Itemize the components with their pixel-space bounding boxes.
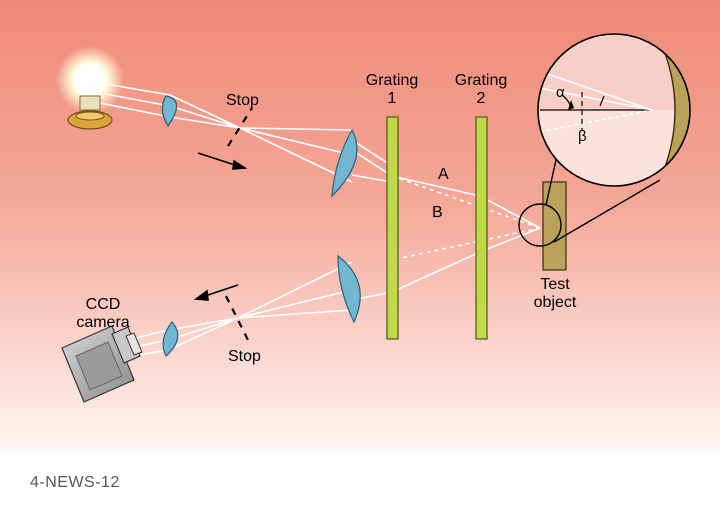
ccd-camera-label-line2: camera — [76, 314, 130, 331]
grating-2 — [475, 116, 488, 340]
detail-focus-circle — [518, 203, 562, 247]
ccd-camera-label-line1: CCD — [85, 296, 121, 313]
ccd-camera-icon — [61, 325, 143, 403]
camera-lens-small — [162, 321, 179, 357]
beam-b-dashed — [391, 175, 541, 229]
test-object-label-line2: object — [533, 294, 577, 311]
test-object — [542, 181, 567, 271]
illumination-lens — [331, 128, 358, 198]
alpha-label: α — [556, 84, 565, 101]
camera-rays-dashed — [391, 227, 541, 261]
grating-2-label-line1: Grating — [454, 72, 508, 89]
grating-1 — [386, 116, 399, 340]
ccd-camera-label: CCD camera — [68, 296, 138, 332]
grating-1-label-line2: 1 — [387, 90, 397, 107]
grating-1-label: Grating 1 — [356, 72, 428, 108]
grating-1-label-line1: Grating — [365, 72, 419, 89]
stop-top-label: Stop — [226, 92, 259, 109]
camera-rays — [119, 227, 541, 359]
moire-setup-diagram — [0, 0, 720, 450]
beta-label: β — [578, 128, 587, 145]
grating-2-label: Grating 2 — [445, 72, 517, 108]
collimator-lens-small — [161, 95, 178, 128]
zoom-line-lower — [553, 179, 661, 243]
grating-2-label-line2: 2 — [476, 90, 486, 107]
test-object-label: Test object — [520, 276, 590, 312]
lightbulb-icon — [56, 46, 124, 130]
arrow-left-icon — [193, 284, 239, 301]
stop-bottom-label: Stop — [228, 348, 261, 365]
beam-b-label: B — [432, 204, 443, 221]
test-object-label-line1: Test — [540, 276, 570, 293]
arrow-right-icon — [197, 152, 248, 170]
figure-code: 4-NEWS-12 — [30, 474, 120, 491]
beam-a-label: A — [438, 166, 449, 183]
imaging-lens — [337, 254, 361, 324]
